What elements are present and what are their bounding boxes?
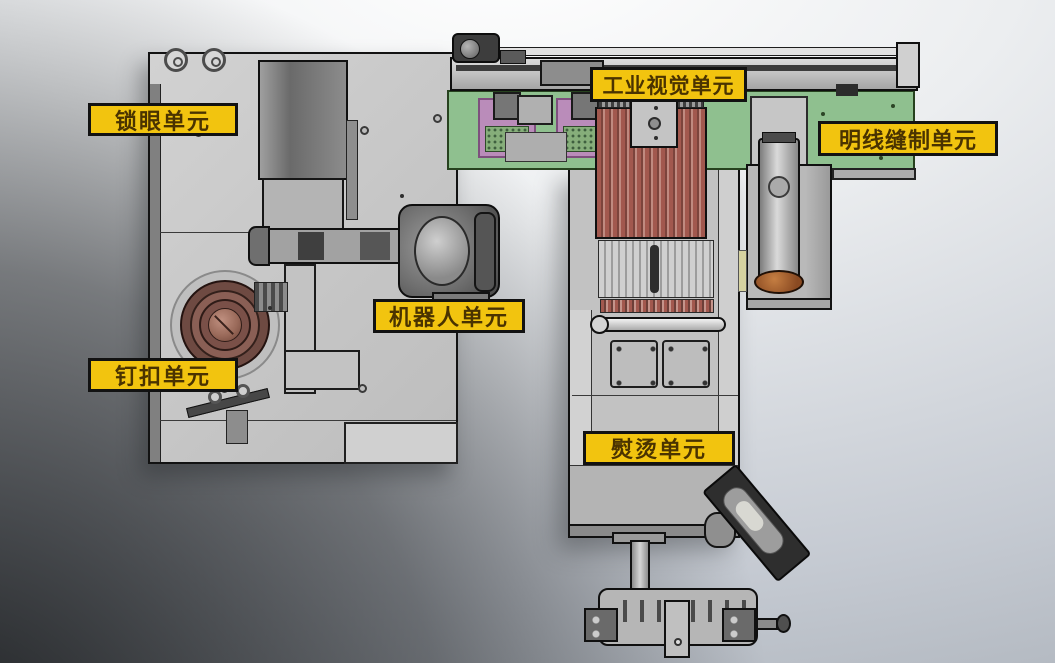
label-button-unit: 钉扣单元 bbox=[88, 358, 238, 392]
label-vision-unit: 工业视觉单元 bbox=[590, 67, 747, 102]
robot-arm-segment bbox=[298, 232, 324, 260]
edge-clamp-left bbox=[584, 608, 618, 642]
ironing-center-slot bbox=[650, 245, 659, 293]
robot-arm-mount bbox=[248, 226, 270, 266]
screw-dot bbox=[821, 112, 825, 116]
screw-dot bbox=[879, 156, 883, 160]
robot-elbow bbox=[474, 212, 496, 292]
camera-plate bbox=[630, 96, 678, 148]
fixture-bridge bbox=[517, 95, 553, 125]
access-panel bbox=[344, 422, 458, 464]
plate-dot bbox=[654, 106, 658, 110]
buttonhole-machine-body bbox=[258, 60, 348, 180]
plate-dot bbox=[654, 136, 658, 140]
edge-clamp-right bbox=[722, 608, 756, 642]
feeder-ring bbox=[199, 299, 251, 351]
clamp-block bbox=[226, 410, 248, 444]
button-feeder-bowl bbox=[170, 270, 280, 380]
robot-arm-segment bbox=[360, 232, 390, 260]
robot-joint bbox=[398, 204, 500, 298]
screw-dot bbox=[891, 104, 895, 108]
bracket-hole bbox=[674, 638, 682, 646]
rail-sensor bbox=[500, 50, 526, 64]
cylinder-cap bbox=[762, 132, 796, 143]
rail-endcap bbox=[896, 42, 920, 88]
panel-dot bbox=[268, 306, 272, 310]
robot-joint-hub bbox=[414, 216, 470, 286]
label-ironing-unit: 熨烫单元 bbox=[583, 431, 735, 465]
center-bracket bbox=[664, 600, 690, 658]
heater-plate bbox=[610, 340, 658, 388]
column-seam bbox=[572, 395, 738, 396]
screw bbox=[433, 114, 442, 123]
roller-cap bbox=[590, 315, 609, 334]
roller-hinge bbox=[202, 48, 226, 72]
rail-motor bbox=[452, 33, 500, 63]
screw bbox=[360, 126, 369, 135]
camera-lens-hole bbox=[648, 117, 661, 130]
panel-dot bbox=[400, 194, 404, 198]
robot-arm bbox=[248, 226, 407, 266]
roller-hinge bbox=[164, 48, 188, 72]
sewing-cylinder bbox=[758, 138, 800, 288]
label-robot-unit: 机器人单元 bbox=[373, 299, 525, 333]
platform-ledge bbox=[832, 168, 916, 180]
label-topstitch-unit: 明线缝制单元 bbox=[818, 121, 998, 156]
heater-plate bbox=[662, 340, 710, 388]
feeder-core bbox=[208, 308, 242, 342]
label-buttonhole-unit: 锁眼单元 bbox=[88, 103, 238, 136]
guide-roller bbox=[236, 384, 250, 398]
cylinder-copper-base bbox=[754, 270, 804, 294]
guide-roller bbox=[208, 390, 222, 404]
adjust-knob-shaft bbox=[756, 618, 778, 630]
adjust-knob bbox=[776, 614, 791, 633]
feeder-ring bbox=[190, 290, 260, 360]
ironing-roller bbox=[596, 317, 726, 332]
lower-stem bbox=[630, 540, 650, 592]
cable-channel-horizontal bbox=[284, 350, 360, 390]
recess-step bbox=[746, 298, 832, 310]
rail-bracket bbox=[836, 84, 858, 96]
motor-cap bbox=[460, 39, 480, 59]
cylinder-port bbox=[768, 176, 790, 198]
platform-seam bbox=[160, 420, 456, 421]
fixture-plate bbox=[505, 132, 567, 162]
sensor-strip bbox=[738, 250, 747, 292]
platform-edge-strip bbox=[150, 84, 161, 462]
buttonhole-slide-rail bbox=[346, 120, 358, 220]
screw bbox=[358, 384, 367, 393]
ironing-brush-band bbox=[600, 299, 714, 313]
